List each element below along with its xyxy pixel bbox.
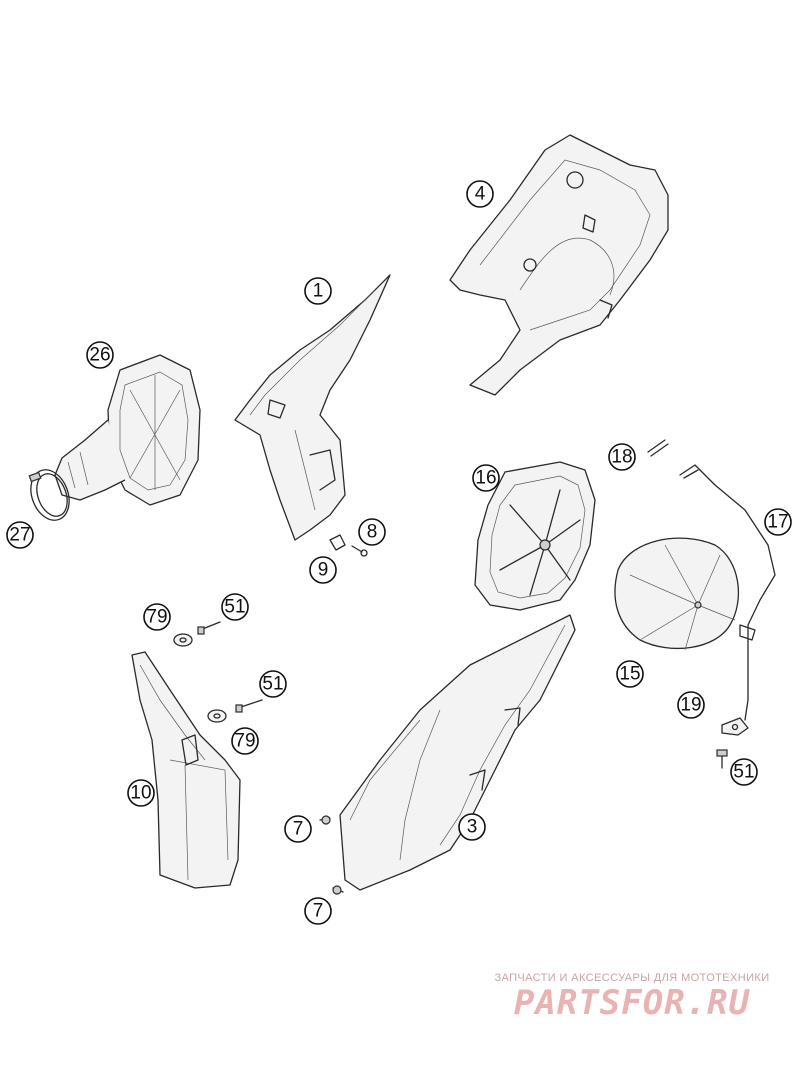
svg-text:79: 79 (146, 607, 167, 628)
part-screw-51a (197, 621, 221, 635)
svg-text:27: 27 (9, 525, 30, 546)
svg-text:17: 17 (767, 512, 788, 533)
callout-79b: 79 (231, 727, 259, 755)
part-intake-boot (54, 354, 201, 506)
part-bracket (721, 717, 749, 736)
svg-text:3: 3 (467, 817, 478, 838)
callout-18: 18 (608, 443, 636, 471)
svg-text:10: 10 (130, 783, 151, 804)
callout-8: 8 (358, 518, 386, 546)
svg-text:8: 8 (367, 522, 378, 543)
part-filter-cage (474, 461, 596, 611)
watermark: ЗАПЧАСТИ И АКСЕССУАРЫ ДЛЯ МОТОТЕХНИКИ PA… (482, 972, 782, 1022)
callout-4: 4 (466, 180, 494, 208)
callout-1: 1 (304, 277, 332, 305)
svg-text:9: 9 (318, 560, 329, 581)
svg-text:51: 51 (262, 674, 283, 695)
part-washer-79b (207, 709, 227, 723)
svg-text:16: 16 (475, 468, 496, 489)
svg-text:7: 7 (313, 901, 324, 922)
callout-7b: 7 (304, 897, 332, 925)
part-fastener-8 (351, 545, 368, 557)
part-screw-51c (716, 749, 728, 769)
callout-27: 27 (6, 521, 34, 549)
part-filter-holder (679, 464, 776, 721)
part-air-guide (234, 274, 391, 541)
svg-text:51: 51 (733, 762, 754, 783)
callout-16: 16 (472, 464, 500, 492)
callout-26: 26 (86, 341, 114, 369)
part-air-filter (614, 537, 740, 651)
callout-19: 19 (677, 691, 705, 719)
svg-text:79: 79 (234, 731, 255, 752)
part-fastener-9 (329, 534, 346, 551)
svg-text:51: 51 (224, 597, 245, 618)
part-screw-51b (235, 699, 263, 713)
callout-7a: 7 (284, 815, 312, 843)
part-screw-7a (319, 815, 331, 825)
svg-text:4: 4 (475, 184, 486, 205)
svg-text:26: 26 (89, 345, 110, 366)
callout-17: 17 (764, 508, 792, 536)
part-screw-7b (332, 885, 344, 895)
callout-51a: 51 (221, 593, 249, 621)
part-pin (647, 439, 669, 457)
svg-text:7: 7 (293, 819, 304, 840)
part-airbox-upper (449, 134, 669, 396)
part-side-panel-right (339, 614, 576, 891)
watermark-tagline: ЗАПЧАСТИ И АКСЕССУАРЫ ДЛЯ МОТОТЕХНИКИ (494, 972, 770, 984)
callout-10: 10 (127, 779, 155, 807)
callout-79a: 79 (143, 603, 171, 631)
watermark-logo: PARTSFOR.RU (513, 983, 751, 1023)
svg-text:18: 18 (611, 447, 632, 468)
callout-15: 15 (616, 660, 644, 688)
part-hose-clamp (28, 469, 70, 521)
callout-3: 3 (458, 813, 486, 841)
svg-text:15: 15 (619, 664, 640, 685)
callout-51b: 51 (259, 670, 287, 698)
part-washer-79a (173, 633, 193, 647)
callout-9: 9 (309, 556, 337, 584)
svg-text:1: 1 (313, 281, 324, 302)
svg-text:19: 19 (680, 695, 701, 716)
callout-51c: 51 (730, 758, 758, 786)
part-side-panel-left (131, 651, 241, 889)
